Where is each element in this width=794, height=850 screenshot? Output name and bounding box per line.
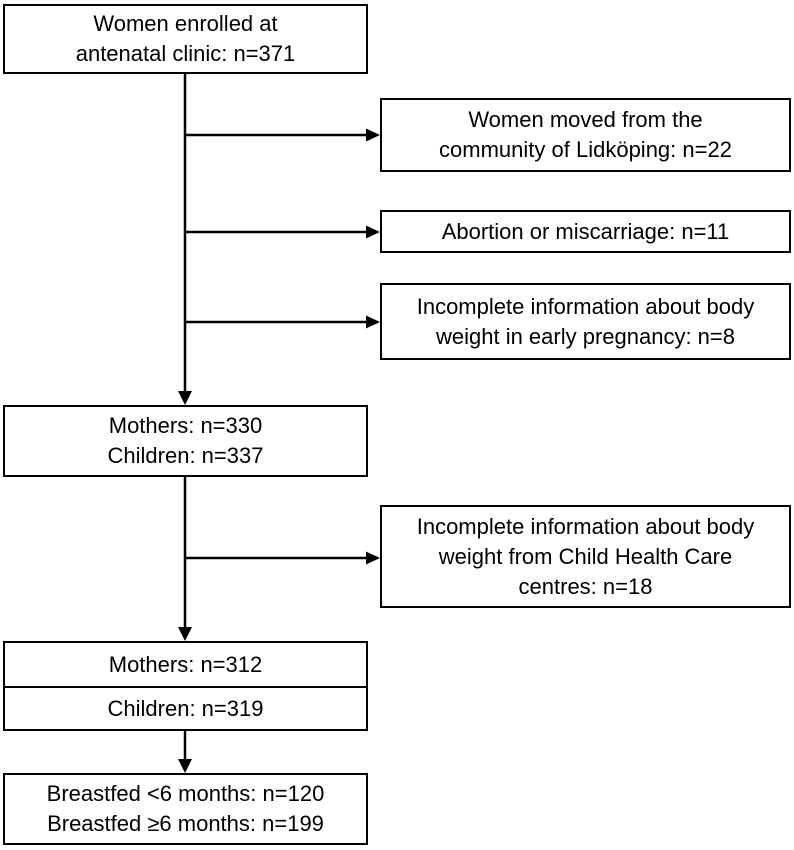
box-incomplete-info-chc: Incomplete information about body weight… <box>380 505 791 608</box>
box-mothers-children-interim: Mothers: n=330 Children: n=337 <box>3 405 368 477</box>
box-mothers-312-line: Mothers: n=312 <box>108 651 263 677</box>
arrow-branch-moved <box>185 128 380 142</box>
box-abortion-miscarriage-line1: Abortion or miscarriage: n=11 <box>441 218 730 244</box>
box-abortion-miscarriage: Abortion or miscarriage: n=11 <box>380 210 791 253</box>
arrow-branch-incomplete-pregnancy <box>185 315 380 329</box>
arrow-branch-abortion <box>185 225 380 239</box>
box-women-moved: Women moved from the community of Lidköp… <box>380 98 791 172</box>
box-incomplete-info-chc-line3: centres: n=18 <box>518 573 653 599</box>
box-incomplete-info-chc-line2: weight from Child Health Care <box>438 543 733 569</box>
box-women-moved-line1: Women moved from the <box>468 107 703 132</box>
box-mothers-330-line: Mothers: n=330 <box>108 413 263 438</box>
box-incomplete-info-pregnancy-line1: Incomplete information about body <box>416 293 755 319</box>
arrow-branch-incomplete-chc <box>185 551 380 565</box>
box-incomplete-info-pregnancy-line2: weight in early pregnancy: n=8 <box>435 323 736 349</box>
box-breastfed-ge6-line: Breastfed ≥6 months: n=199 <box>47 811 324 836</box>
box-breastfed-lt6-line: Breastfed <6 months: n=120 <box>46 781 325 806</box>
box-mothers-final: Mothers: n=312 <box>3 641 368 688</box>
arrow-mothers330-to-mothers312 <box>178 477 192 641</box>
box-incomplete-info-pregnancy: Incomplete information about body weight… <box>380 283 791 360</box>
box-children-319-line: Children: n=319 <box>107 695 264 721</box>
arrow-enrolled-to-mothers <box>178 74 192 405</box>
arrow-children-to-breastfed <box>178 731 192 773</box>
box-women-moved-line2: community of Lidköping: n=22 <box>439 137 732 162</box>
box-women-enrolled-line2: antenatal clinic: n=371 <box>75 41 296 66</box>
box-children-final: Children: n=319 <box>3 686 368 731</box>
box-children-337-line: Children: n=337 <box>107 443 264 468</box>
box-incomplete-info-chc-line1: Incomplete information about body <box>416 513 755 539</box>
box-women-enrolled-line1: Women enrolled at <box>93 11 278 36</box>
box-women-enrolled: Women enrolled at antenatal clinic: n=37… <box>3 4 368 74</box>
box-breastfed-outcome: Breastfed <6 months: n=120 Breastfed ≥6 … <box>3 773 368 845</box>
